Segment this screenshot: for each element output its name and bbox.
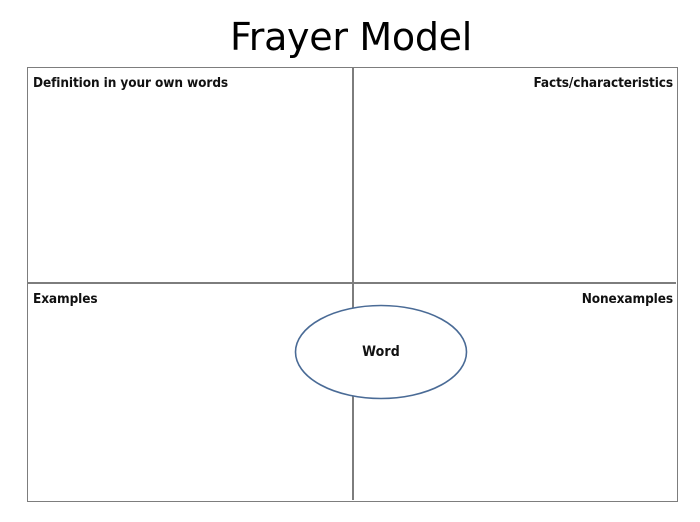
vertical-divider-line xyxy=(352,68,354,500)
frayer-model-frame: Definition in your own words Facts/chara… xyxy=(27,67,678,502)
quadrant-nonexamples[interactable]: Nonexamples xyxy=(354,284,678,500)
ellipse-shape-icon xyxy=(294,304,468,400)
quadrant-label-examples: Examples xyxy=(33,291,98,307)
quadrant-examples[interactable]: Examples xyxy=(28,284,352,500)
horizontal-divider-line xyxy=(28,282,676,284)
page-title: Frayer Model xyxy=(229,15,473,59)
quadrant-label-definition: Definition in your own words xyxy=(33,75,229,91)
quadrant-facts-characteristics[interactable]: Facts/characteristics xyxy=(354,68,678,284)
quadrant-definition[interactable]: Definition in your own words xyxy=(28,68,352,284)
center-word-ellipse[interactable]: Word xyxy=(294,304,468,400)
quadrant-label-nonexamples: Nonexamples xyxy=(581,291,673,307)
center-word-label: Word xyxy=(362,344,400,360)
quadrant-label-facts-characteristics: Facts/characteristics xyxy=(533,75,673,91)
